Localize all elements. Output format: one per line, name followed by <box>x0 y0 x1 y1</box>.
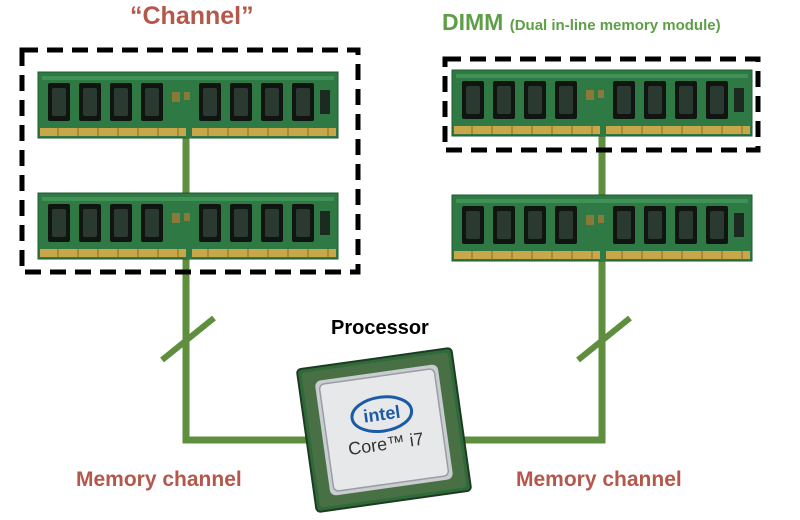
processor-chip: intel Core™ i7 <box>296 347 472 513</box>
intel-logo-ring <box>350 395 414 434</box>
left-bus-slash <box>160 315 216 363</box>
dimm-right-bottom <box>451 194 753 262</box>
dimm-left-bottom <box>37 192 339 260</box>
processor-title: Processor <box>331 317 429 339</box>
dimm-left-top <box>37 71 339 139</box>
dimm-title-main: DIMM <box>442 9 504 35</box>
right-memory-channel-wire <box>462 130 606 444</box>
right-bus-slash <box>576 315 632 363</box>
memory-channel-left-label: Memory channel <box>76 468 242 491</box>
dimm-subtitle: (Dual in-line memory module) <box>509 17 721 34</box>
dimm-right-top <box>451 69 753 137</box>
memory-channel-right-label: Memory channel <box>516 468 682 491</box>
channel-dashed-box <box>19 47 361 275</box>
dimm-dashed-box <box>442 56 761 153</box>
channel-title: “Channel” <box>130 2 254 30</box>
dimm-title: DIMM (Dual in-line memory module) <box>442 9 721 36</box>
